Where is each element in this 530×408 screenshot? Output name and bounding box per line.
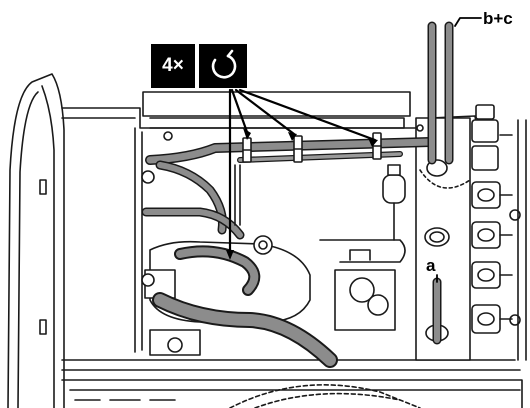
label-b-c: b+c (483, 9, 513, 28)
top-bracket (142, 91, 411, 129)
sensor-bulb (382, 164, 406, 241)
cable-harness (141, 137, 435, 240)
quantity-text: 4× (162, 55, 184, 76)
callout-leaders (226, 88, 378, 260)
cable-tie-icon (199, 44, 247, 88)
right-manifold-plate (415, 117, 471, 361)
label-leaders (436, 17, 482, 283)
left-casing-panel (7, 73, 65, 408)
label-a: a (426, 256, 436, 275)
cable-tie-icon-glyph (211, 49, 237, 79)
refrigerant-pipes-b-c (419, 21, 471, 189)
mounting-screws (141, 124, 424, 287)
water-connection-fittings (471, 104, 513, 334)
hydraulic-block (144, 235, 406, 368)
quantity-callout: 4× (151, 44, 195, 88)
